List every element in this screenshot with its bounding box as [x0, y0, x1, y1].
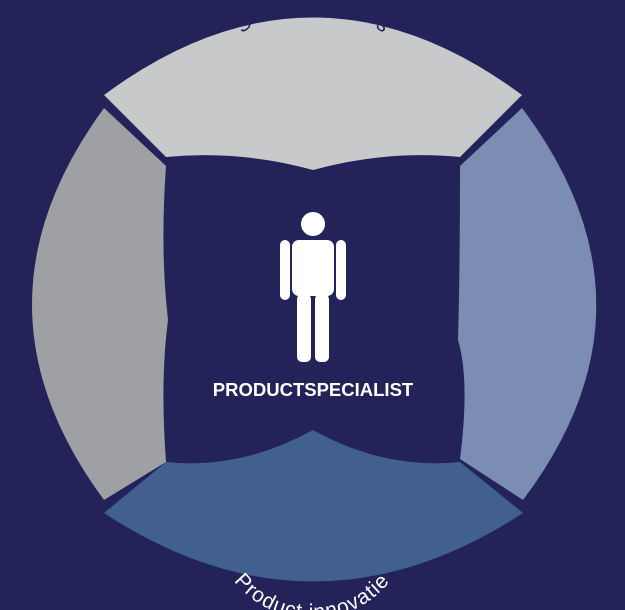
segment-selectie-advies: [104, 17, 522, 170]
segment-maatwerk-applicaties: [32, 108, 168, 500]
segment-assemblage-advies: [458, 108, 597, 500]
person-icon: [280, 212, 346, 362]
label-maatwerk-applicaties: Maatwerk applicaties: [0, 196, 11, 413]
segment-product-innovatie: [104, 430, 523, 582]
center-label: PRODUCTSPECIALIST: [213, 379, 414, 400]
label-assemblage-advies: Assemblage advies: [612, 216, 625, 416]
